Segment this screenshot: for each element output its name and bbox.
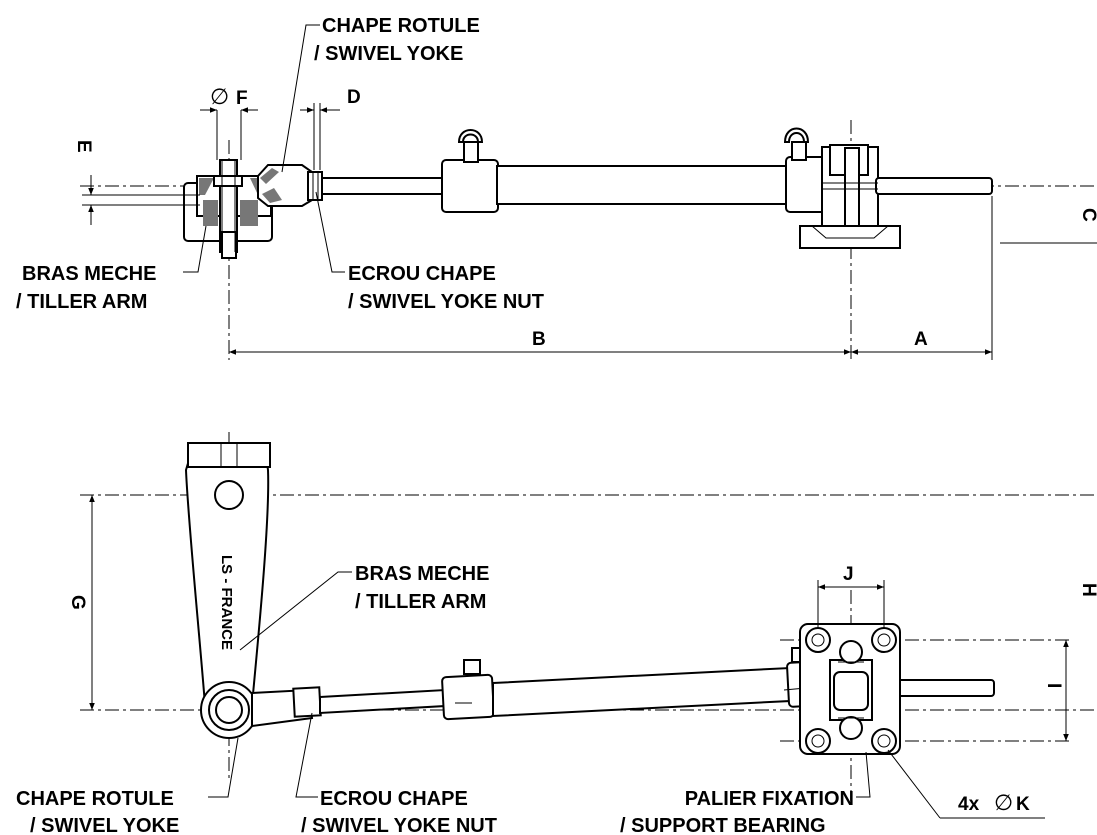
dim-j: J	[843, 564, 854, 585]
tiller-arm-plan: LS - FRANCE	[184, 442, 271, 739]
dim-b: B	[532, 329, 546, 350]
side-view	[80, 103, 1097, 360]
top-yoke-label-fr: CHAPE ROTULE	[322, 15, 480, 37]
bot-nut-label-en: / SWIVEL YOKE NUT	[301, 815, 497, 835]
plan-view: LS - FRANCE	[80, 432, 1097, 819]
bot-nut-label-fr: ECROU CHAPE	[320, 788, 468, 810]
dimension-letters: ∅ F D E B A C G J H I 4x ∅ K	[67, 84, 1097, 815]
bot-yoke-label-fr: CHAPE ROTULE	[16, 788, 174, 810]
dim-k-diameter-symbol: ∅	[994, 790, 1013, 815]
arm-marking: LS - FRANCE	[218, 555, 235, 650]
swivel-yoke-side	[257, 164, 323, 207]
plan-dimensions	[89, 495, 1069, 819]
dim-i: I	[1043, 683, 1064, 688]
top-tiller-label-en: / TILLER ARM	[16, 291, 147, 313]
leader-lines	[183, 24, 871, 798]
dim-k: K	[1016, 794, 1030, 815]
swivel-yoke-plan	[251, 686, 322, 728]
bearing-label-fr: PALIER FIXATION	[685, 788, 854, 810]
labels: CHAPE ROTULE / SWIVEL YOKE BRAS MECHE / …	[16, 15, 854, 835]
dim-e: E	[73, 140, 94, 153]
bot-tiller-label-en: / TILLER ARM	[355, 591, 486, 613]
cylinder-plan	[319, 647, 995, 721]
dim-h: H	[1078, 583, 1097, 597]
dim-k-prefix: 4x	[958, 794, 980, 815]
dim-c: C	[1078, 208, 1097, 222]
cylinder-side	[321, 127, 993, 249]
top-tiller-label-fr: BRAS MECHE	[22, 263, 156, 285]
bot-tiller-label-fr: BRAS MECHE	[355, 563, 489, 585]
dim-a: A	[914, 329, 928, 350]
top-nut-label-fr: ECROU CHAPE	[348, 263, 496, 285]
dim-f: F	[236, 88, 248, 109]
dim-d: D	[347, 87, 361, 108]
bearing-label-en: / SUPPORT BEARING	[620, 815, 826, 835]
side-dimensions	[82, 103, 1097, 360]
bot-yoke-label-en: / SWIVEL YOKE	[30, 815, 179, 835]
support-bearing-plan	[799, 623, 901, 755]
dim-f-diameter-symbol: ∅	[210, 84, 229, 109]
dim-g: G	[67, 595, 88, 610]
top-nut-label-en: / SWIVEL YOKE NUT	[348, 291, 544, 313]
top-yoke-label-en: / SWIVEL YOKE	[314, 43, 463, 65]
